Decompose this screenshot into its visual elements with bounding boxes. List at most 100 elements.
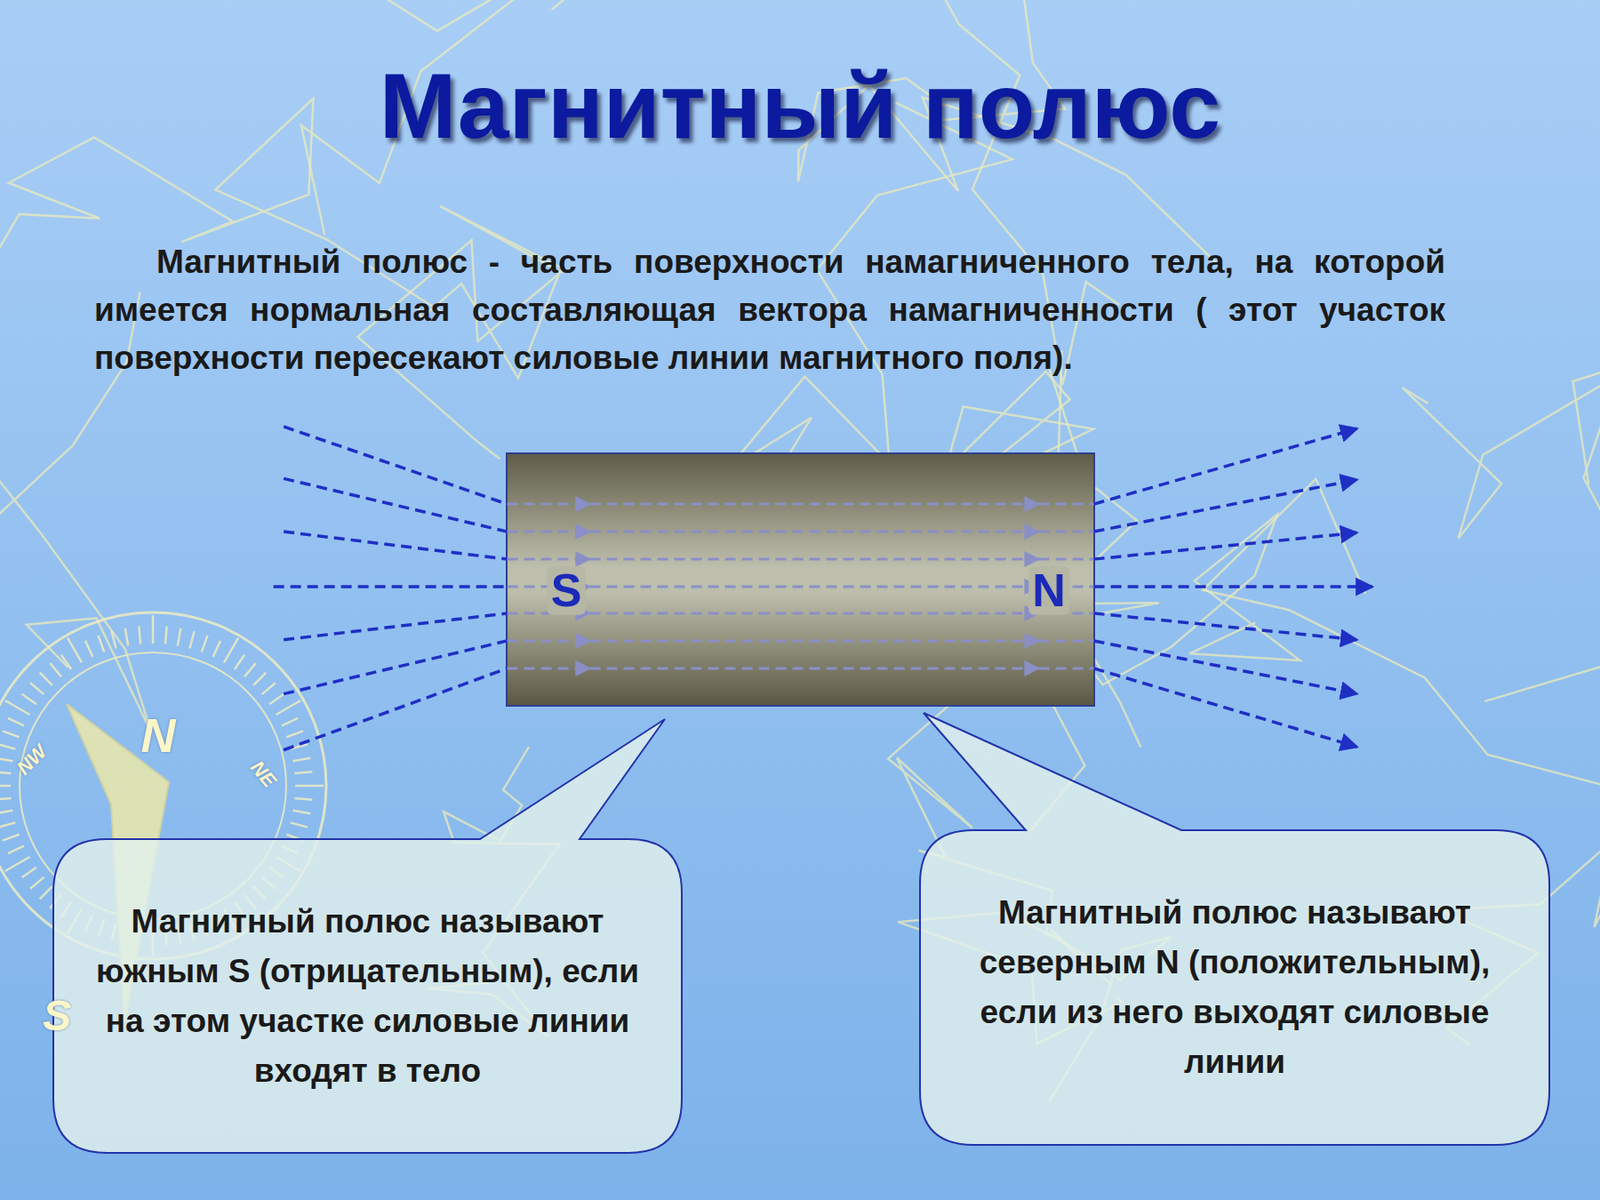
compass-tick [294, 798, 312, 800]
compass-tick [269, 694, 284, 704]
compass-tick [262, 682, 276, 695]
magnet-bar: SN [506, 453, 1095, 706]
compass-tick [152, 615, 155, 644]
pole-letter: S [547, 566, 586, 616]
field-line [283, 531, 507, 560]
compass-tick [5, 856, 31, 872]
field-line [1094, 640, 1358, 695]
field-line [507, 639, 591, 642]
field-line [590, 585, 1040, 589]
compass-tick [0, 784, 11, 788]
field-line [283, 640, 507, 695]
compass-tick [165, 626, 168, 645]
compass-tick [40, 886, 53, 899]
field-line [590, 503, 1040, 506]
compass-label: N [141, 707, 176, 763]
compass-tick [125, 628, 128, 647]
field-line [590, 666, 1040, 670]
field-line [1094, 613, 1358, 640]
field-line [1039, 666, 1095, 670]
compass-tick [293, 810, 312, 814]
title: Магнитный полюс [0, 55, 1600, 157]
compass-tick [2, 834, 20, 841]
field-line [1094, 532, 1358, 560]
field-line [590, 611, 1040, 615]
compass-tick [253, 672, 266, 686]
compass-tick [281, 718, 298, 726]
compass-tick [8, 846, 24, 854]
callout-box: Магнитный полюс называют южным S (отрица… [53, 839, 682, 1153]
compass-tick [40, 672, 53, 686]
compass-tick [97, 635, 104, 653]
compass-tick [2, 730, 20, 737]
field-line [273, 584, 508, 589]
compass-tick [286, 730, 304, 737]
compass-tick [0, 771, 12, 774]
field-line [1094, 480, 1358, 533]
compass-label: NE [245, 756, 281, 792]
compass-tick [293, 758, 312, 761]
compass-tick [0, 798, 12, 800]
definition: Магнитный полюс - часть поверхности нама… [94, 238, 1446, 383]
compass-tick [0, 810, 13, 814]
field-line [1094, 668, 1358, 747]
compass-tick [49, 663, 62, 677]
field-line [1039, 530, 1095, 534]
compass-tick [189, 631, 194, 648]
callout-bubble [53, 719, 682, 1153]
compass-label: S [42, 991, 72, 1040]
compass-tick [0, 744, 16, 749]
field-line [283, 668, 507, 751]
compass-tick [8, 718, 24, 726]
compass-tick [290, 822, 308, 827]
callout-box: Магнитный полюс называют северным N (пол… [920, 830, 1550, 1145]
field-line [507, 503, 591, 506]
definition-text: Магнитный полюс - часть поверхности нама… [94, 238, 1446, 383]
field-line [1039, 503, 1095, 506]
compass-tick [22, 867, 37, 878]
map-line [1202, 479, 1600, 790]
compass-tick [30, 877, 44, 889]
compass-tick [244, 663, 256, 677]
compass-label: NW [12, 740, 52, 780]
field-line [283, 613, 507, 640]
callout-bubble [920, 712, 1550, 1145]
compass-tick [294, 771, 312, 774]
compass-tick [295, 784, 324, 788]
compass-tick [85, 640, 93, 657]
compass-tick [177, 628, 181, 647]
field-line [1094, 584, 1373, 589]
field-line [283, 478, 507, 532]
compass-tick [276, 700, 302, 715]
compass-tick [111, 631, 116, 648]
compass-tick [67, 638, 82, 664]
pole-letter: N [1028, 566, 1070, 616]
compass-tick [30, 682, 44, 695]
compass-tick [213, 640, 221, 657]
field-lines [273, 426, 1373, 751]
magnet-body [506, 453, 1095, 706]
field-line [590, 639, 1040, 642]
callout-text: Магнитный полюс называют северным N (пол… [952, 888, 1518, 1088]
compass-tick [0, 758, 13, 761]
compass-tick [201, 635, 208, 653]
field-line [283, 426, 507, 504]
compass-tick [22, 694, 37, 704]
field-line [1039, 639, 1095, 642]
field-line [590, 530, 1040, 534]
compass-tick [0, 822, 16, 827]
field-line [507, 666, 591, 670]
field-line [507, 558, 591, 561]
field-line [1039, 558, 1095, 561]
field-line [1094, 428, 1358, 504]
compass-tick [234, 655, 245, 670]
compass-tick [61, 655, 72, 670]
compass-tick [138, 626, 141, 645]
map-line [0, 98, 444, 314]
field-line [507, 530, 591, 534]
compass-tick [224, 638, 239, 664]
field-line [590, 558, 1040, 561]
compass-tick [5, 700, 31, 715]
map-line [1402, 367, 1600, 543]
